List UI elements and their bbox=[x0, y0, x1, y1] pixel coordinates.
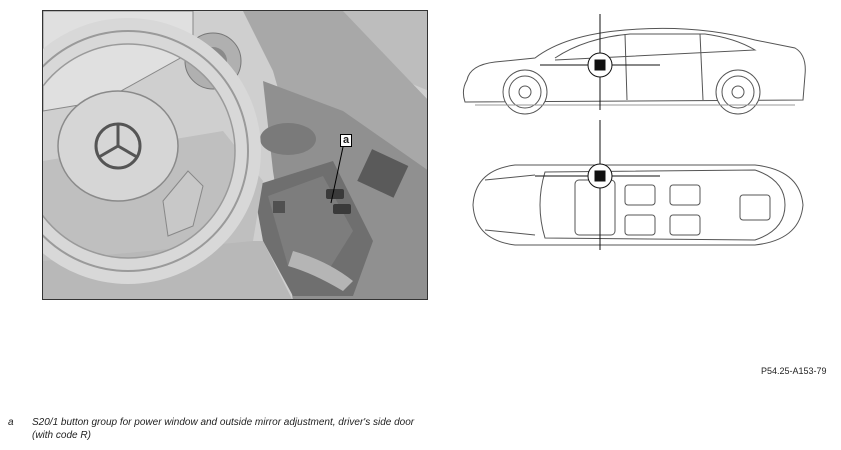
vehicle-location-diagram bbox=[455, 10, 815, 310]
car-side-view bbox=[462, 27, 806, 115]
location-marker-side bbox=[540, 14, 660, 110]
interior-door-illustration: a bbox=[42, 10, 428, 300]
callout-label-a: a bbox=[340, 134, 352, 147]
location-marker-top bbox=[535, 120, 660, 250]
figure-code: P54.25-A153-79 bbox=[761, 366, 827, 376]
legend-text: S20/1 button group for power window and … bbox=[32, 417, 415, 441]
car-top-view bbox=[472, 164, 804, 246]
legend-key: a bbox=[8, 417, 14, 428]
